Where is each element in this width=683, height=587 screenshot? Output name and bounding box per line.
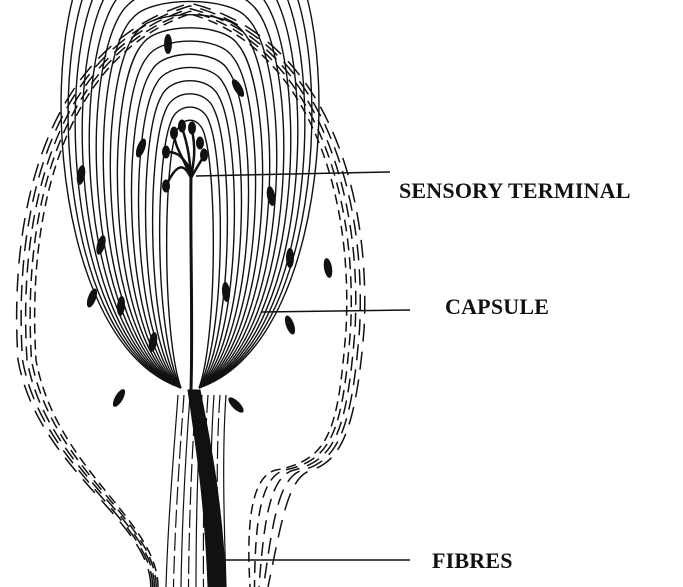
terminal-bulb	[163, 180, 170, 192]
label-sensory-terminal: SENSORY TERMINAL	[399, 178, 631, 204]
nucleus-mark	[226, 395, 246, 415]
leader-capsule	[262, 310, 410, 312]
terminal-bulb	[163, 146, 170, 158]
label-capsule: CAPSULE	[445, 294, 549, 320]
nucleus-mark	[134, 137, 148, 159]
sensory-terminal-branches	[163, 120, 208, 192]
lamellar-nuclei	[75, 34, 333, 415]
axon-core	[191, 176, 192, 390]
terminal-bulb	[171, 127, 178, 139]
label-fibres: FIBRES	[432, 548, 513, 574]
terminal-bulb	[197, 137, 204, 149]
nucleus-mark	[111, 387, 128, 408]
nucleus-mark	[322, 257, 333, 278]
terminal-bulb	[189, 122, 196, 134]
terminal-bulb	[201, 149, 208, 161]
nucleus-mark	[164, 34, 172, 54]
nucleus-mark	[283, 314, 297, 336]
nucleus-mark	[286, 248, 294, 268]
stalk-fibre	[174, 395, 185, 587]
terminal-bulb	[179, 120, 186, 132]
stalk-fibre	[166, 395, 178, 587]
